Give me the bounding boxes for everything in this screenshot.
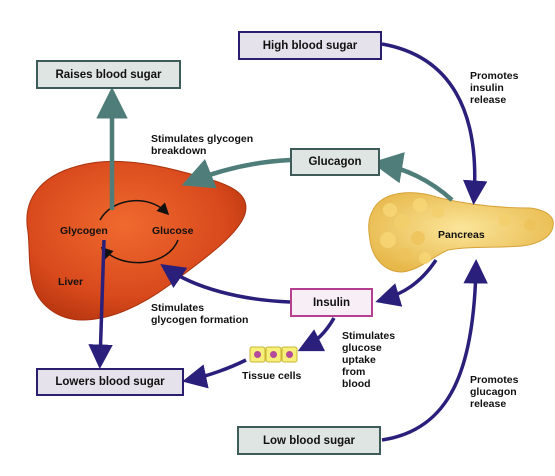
lowers-blood-sugar-box: Lowers blood sugar	[36, 368, 184, 396]
liver-to-lowers-arrow	[88, 239, 113, 369]
tissue-to-lowers-arrow	[182, 358, 247, 389]
tissue-cells-graphic	[249, 346, 298, 363]
insulin-box: Insulin	[290, 288, 373, 317]
pancreas-to-insulin-arrow	[375, 259, 438, 307]
liver-shape	[26, 160, 247, 321]
liver-label: Liver	[58, 276, 84, 288]
raises-blood-sugar-box: Raises blood sugar	[36, 60, 181, 89]
pancreas-label: Pancreas	[438, 229, 485, 241]
insulin-to-tissue-arrow	[297, 317, 336, 352]
stimulates-glycogen-formation-label: Stimulates glycogen formation	[151, 302, 249, 326]
high-blood-sugar-box: High blood sugar	[238, 31, 382, 60]
glycogen-label: Glycogen	[60, 225, 108, 237]
tissue-cells-label: Tissue cells	[242, 370, 302, 382]
insulin-to-liver-arrow	[160, 264, 291, 304]
glucose-to-glycogen-arrow	[100, 239, 179, 264]
pancreas-shape	[368, 192, 554, 273]
glucagon-to-liver-arrow	[181, 157, 291, 189]
promotes-glucagon-release-label: Promotes glucagon release	[470, 374, 519, 410]
low-blood-sugar-box: Low blood sugar	[237, 426, 381, 455]
stimulates-glucose-uptake-label: Stimulates glucose uptake from blood	[342, 330, 396, 390]
high-sugar-to-pancreas-arrow	[381, 42, 488, 205]
pancreas-to-glucagon-arrow	[371, 152, 454, 202]
glycogen-to-glucose-arrow	[99, 199, 170, 221]
stimulates-glycogen-breakdown-label: Stimulates glycogen breakdown	[151, 133, 254, 157]
low-sugar-to-pancreas-arrow	[381, 259, 488, 442]
promotes-insulin-release-label: Promotes insulin release	[470, 70, 519, 106]
glucose-label: Glucose	[152, 225, 194, 237]
glucagon-box: Glucagon	[290, 148, 380, 176]
